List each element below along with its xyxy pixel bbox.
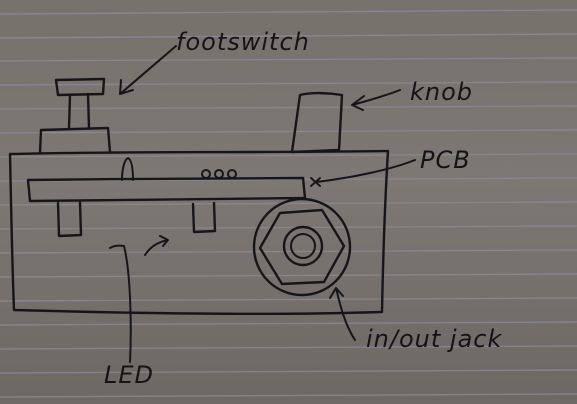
led-arrow-right bbox=[144, 235, 169, 256]
led-holder-left bbox=[56, 200, 83, 238]
ruled-lines bbox=[0, 9, 577, 398]
led-holder-right bbox=[191, 201, 217, 234]
jack-arrow bbox=[329, 287, 356, 341]
footswitch-part bbox=[38, 77, 112, 155]
label-jack: in/out jack bbox=[366, 325, 502, 353]
jack-part bbox=[252, 197, 352, 297]
label-pcb: PCB bbox=[420, 146, 471, 174]
label-footswitch: footswitch bbox=[176, 28, 310, 56]
pcb-arrow bbox=[310, 159, 416, 187]
led-arrow-left bbox=[109, 244, 132, 363]
knob-part bbox=[290, 91, 344, 154]
enclosure bbox=[8, 149, 390, 316]
knob-arrow bbox=[351, 89, 401, 111]
label-knob: knob bbox=[410, 78, 473, 106]
label-led: LED bbox=[104, 361, 154, 389]
footswitch-arrow bbox=[119, 45, 177, 95]
